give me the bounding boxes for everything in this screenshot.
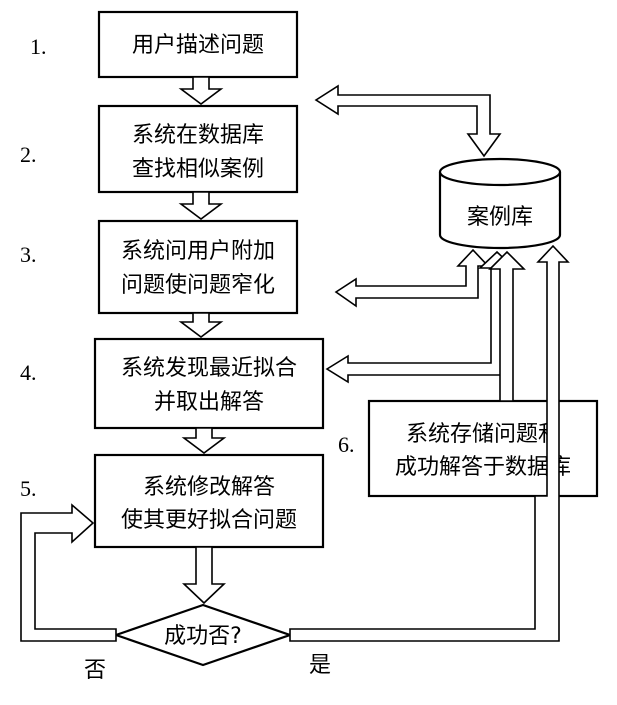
step-4-number: 4. <box>20 360 37 385</box>
step-2-text-line-2: 查找相似案例 <box>132 157 264 182</box>
step-5-number: 5. <box>20 476 37 501</box>
decision-label: 成功否? <box>164 624 242 649</box>
step-4-text-line-1: 系统发现最近拟合 <box>121 356 297 381</box>
case-library-label: 案例库 <box>467 205 533 230</box>
step-1-number: 1. <box>30 34 47 59</box>
step-2-number: 2. <box>20 142 37 167</box>
arrow-yes-to-store <box>289 244 570 642</box>
arrow-step2-database <box>314 84 502 158</box>
step-2-box: 系统在数据库 查找相似案例 <box>97 104 299 194</box>
decision-no-label: 否 <box>84 658 106 683</box>
step-6-box: 系统存储问题和 成功解答于数据库 <box>367 399 599 498</box>
arrow-database-to-step3 <box>334 248 490 308</box>
decision-yes-label: 是 <box>309 653 331 678</box>
step-1-box: 用户描述问题 <box>97 10 299 79</box>
step-5-text-line-1: 系统修改解答 <box>143 475 275 500</box>
step-4-text-line-2: 并取出解答 <box>154 390 264 415</box>
step-5-text-line-2: 使其更好拟合问题 <box>121 508 297 533</box>
arrow-step4-to-step5 <box>181 427 227 454</box>
decision-diamond: 成功否? <box>112 603 294 667</box>
arrow-step6-to-database <box>488 250 526 402</box>
step-4-box: 系统发现最近拟合 并取出解答 <box>93 337 325 430</box>
step-6-text-line-2: 成功解答于数据库 <box>395 455 571 480</box>
step-3-text-line-2: 问题使问题窄化 <box>121 273 275 298</box>
step-3-number: 3. <box>20 242 37 267</box>
step-3-box: 系统问用户附加 问题使问题窄化 <box>97 219 299 315</box>
case-library-database: 案例库 <box>438 157 562 250</box>
step-6-text-line-1: 系统存储问题和 <box>406 422 560 447</box>
step-2-text-line-1: 系统在数据库 <box>132 123 264 148</box>
arrow-no-back-to-step5 <box>20 503 117 642</box>
arrow-database-to-step4 <box>325 250 517 384</box>
arrow-step1-to-step2 <box>178 76 224 105</box>
arrow-step3-to-step4 <box>178 312 224 338</box>
step-3-text-line-1: 系统问用户附加 <box>121 239 275 264</box>
step-5-box: 系统修改解答 使其更好拟合问题 <box>93 453 325 549</box>
arrow-step5-to-decision <box>181 546 227 605</box>
arrow-step2-to-step3 <box>178 191 224 220</box>
step-1-text: 用户描述问题 <box>132 33 264 58</box>
step-6-number: 6. <box>338 432 355 457</box>
